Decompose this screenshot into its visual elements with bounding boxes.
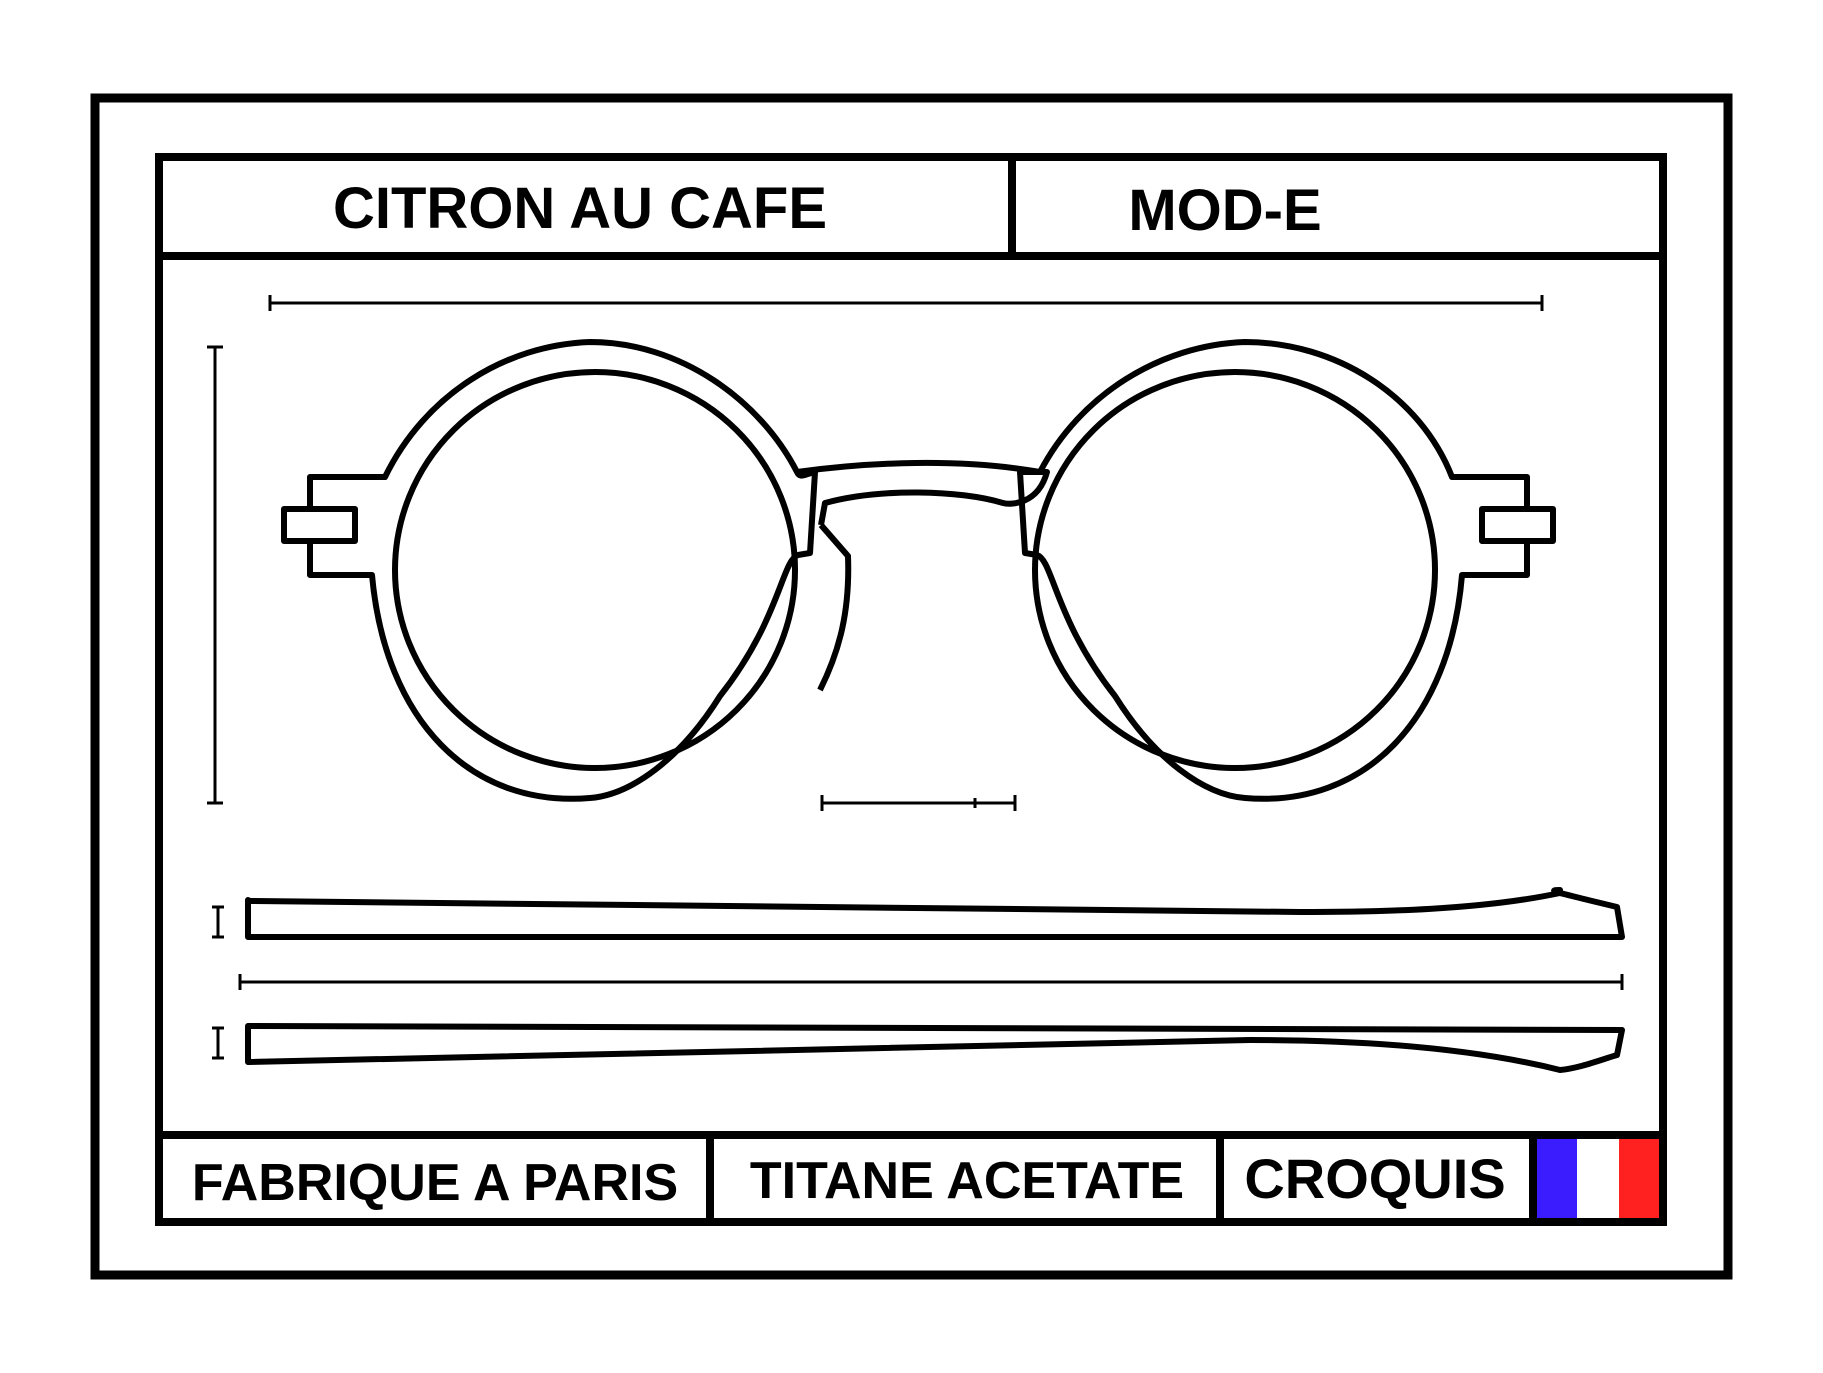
temple-thickness-mark-lower (212, 1026, 224, 1060)
left-frame-outer (281, 339, 818, 802)
temple-lower (245, 1023, 1625, 1073)
left-lens (392, 369, 798, 771)
model-name: CITRON AU CAFE (333, 176, 827, 241)
bridge-width-dimension (820, 795, 1017, 811)
french-flag-icon (1537, 1139, 1659, 1218)
temple-upper (245, 887, 1625, 940)
right-lens (1032, 369, 1438, 771)
material-label: TITANE ACETATE (750, 1152, 1184, 1210)
glasses-front-view (281, 339, 1556, 802)
right-hinge (1479, 506, 1553, 544)
frame-height-dimension (207, 345, 223, 805)
temple-thickness-mark-upper (212, 905, 224, 939)
model-code: MOD-E (1128, 178, 1321, 243)
right-frame-outer (1017, 339, 1556, 802)
sheet-type-label: CROQUIS (1244, 1147, 1505, 1210)
outer-frame (90, 93, 1733, 1280)
bridge (796, 459, 1050, 526)
left-hinge (284, 506, 358, 544)
total-width-dimension (268, 295, 1544, 311)
inner-frame (155, 153, 1667, 1226)
dimension-lines (207, 295, 1624, 1060)
bridge-lower (817, 523, 852, 692)
origin-label: FABRIQUE A PARIS (192, 1154, 678, 1212)
temples (245, 887, 1625, 1073)
temple-length-dimension (238, 974, 1624, 990)
